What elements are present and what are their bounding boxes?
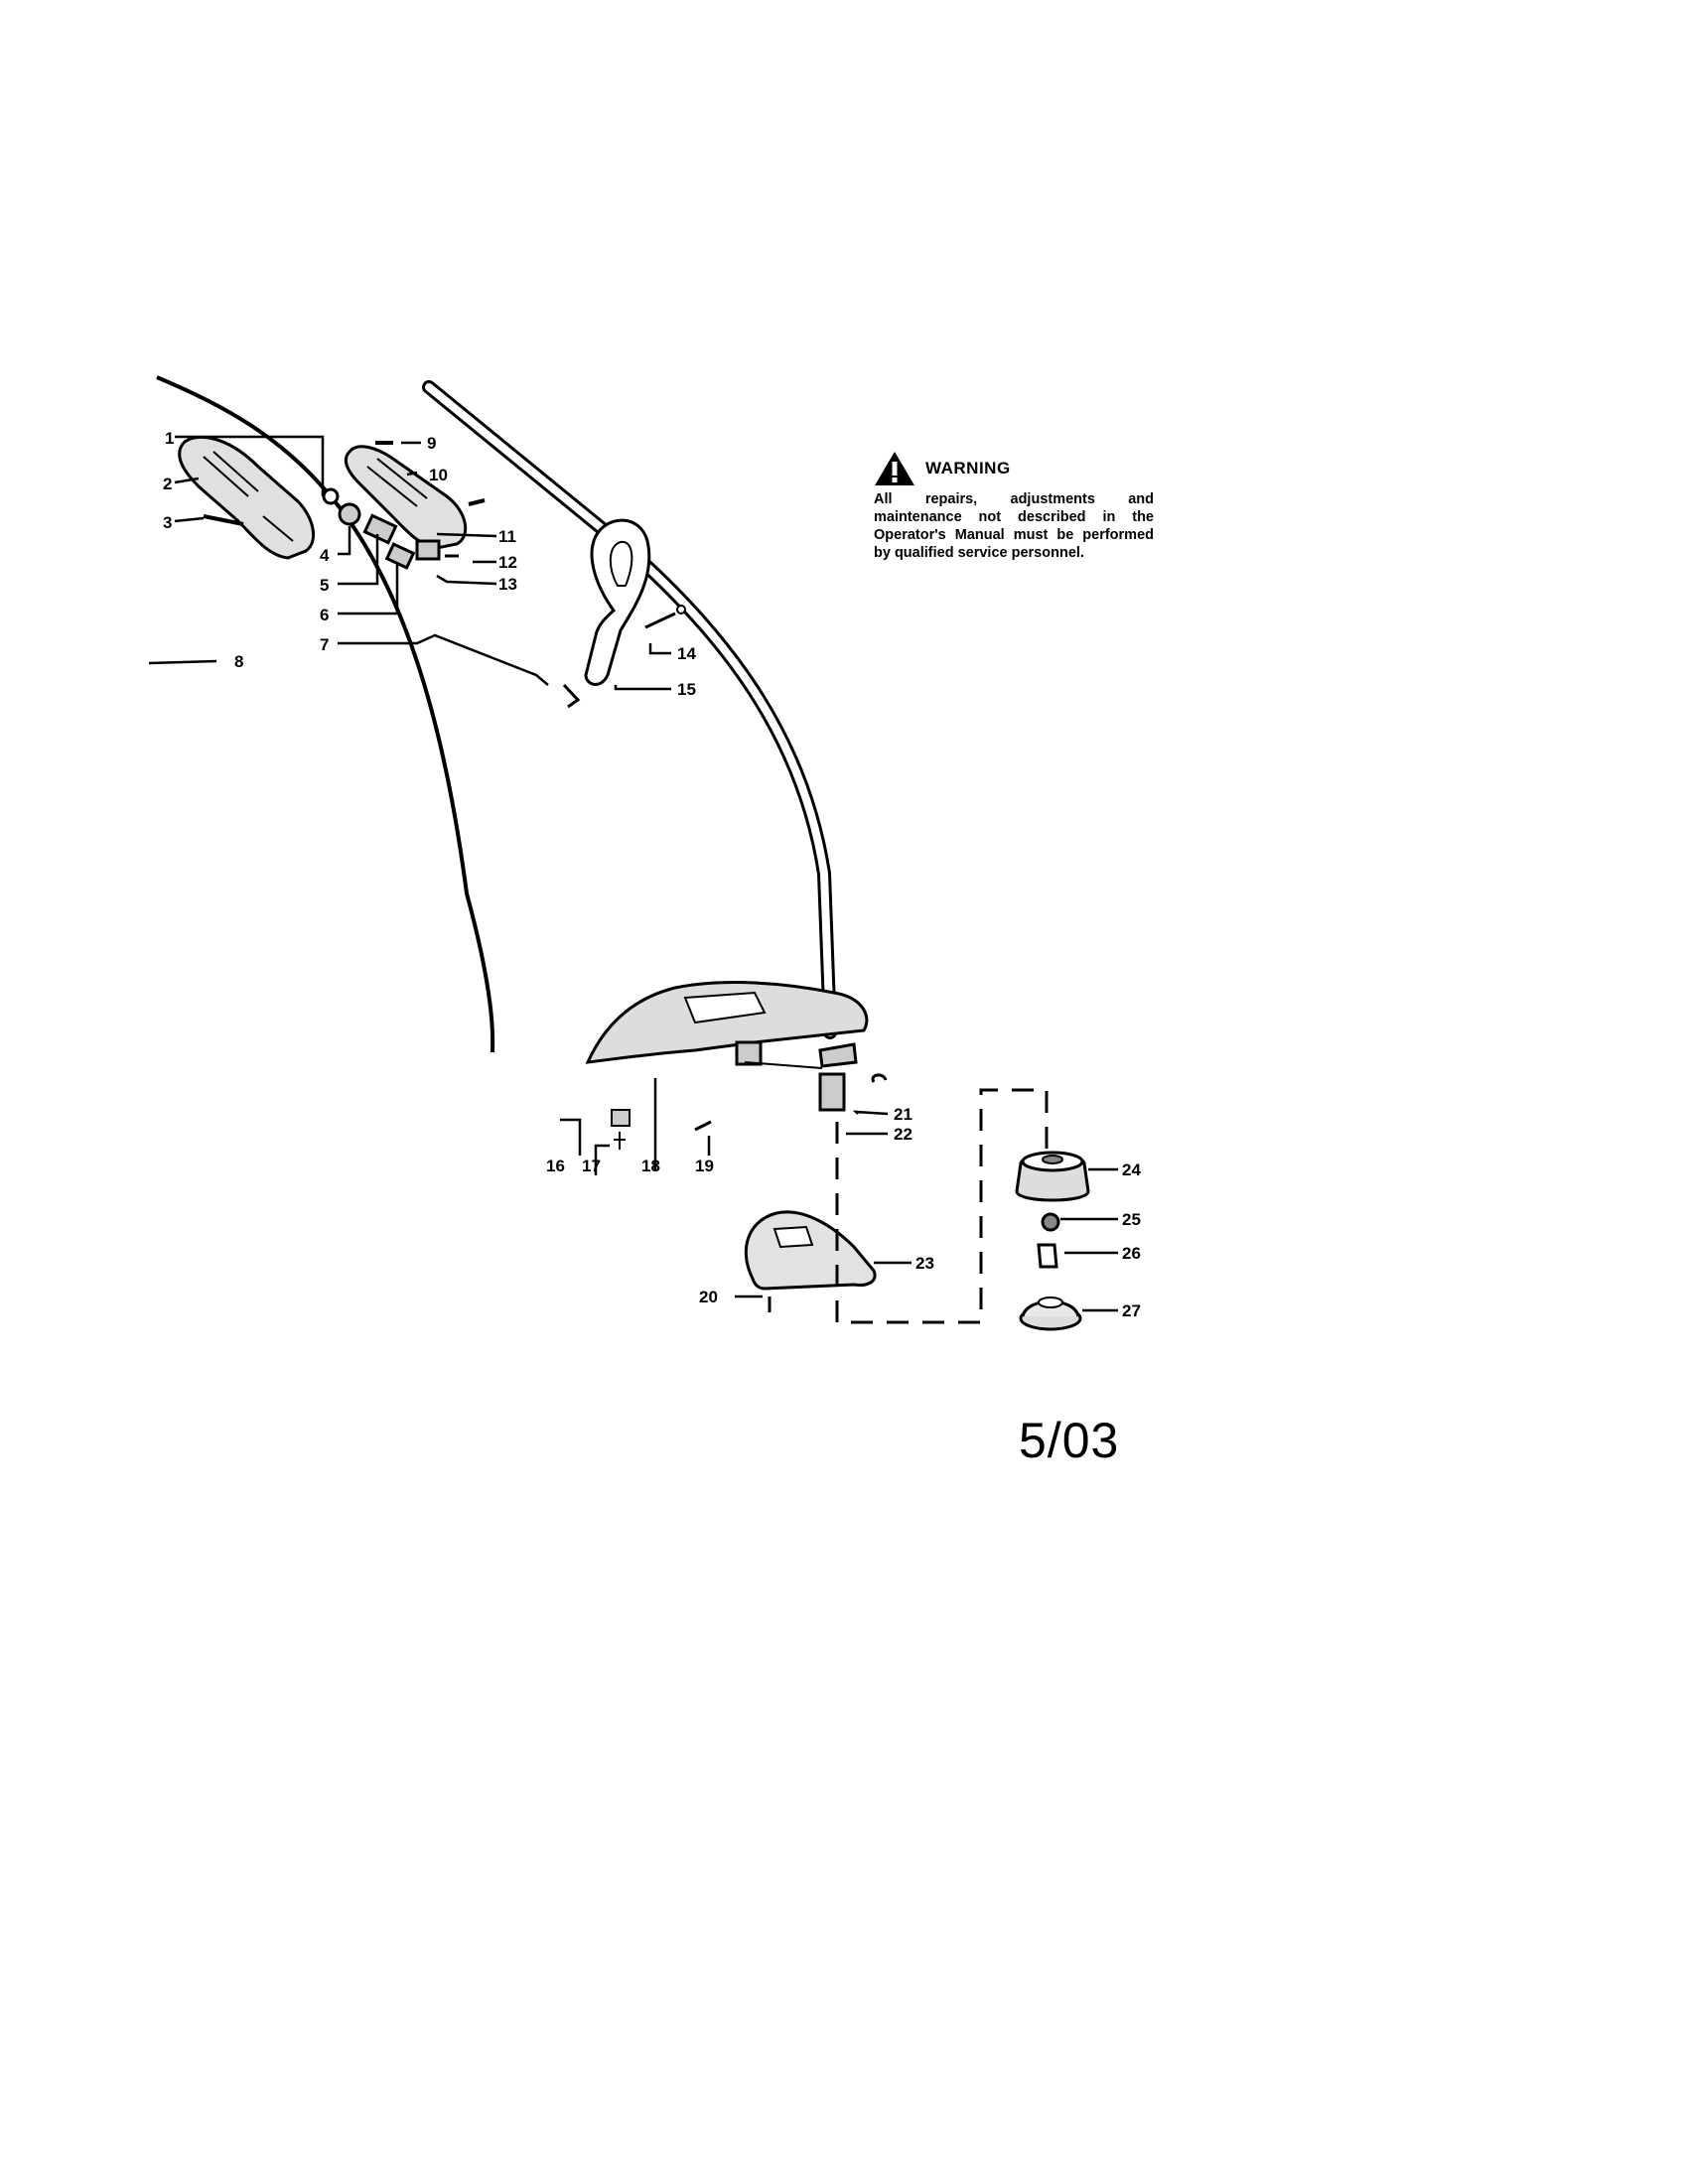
callout-21: 21 — [894, 1105, 912, 1124]
part-19-screw — [694, 1120, 712, 1132]
callout-5: 5 — [320, 576, 329, 595]
warning-text: All repairs, adjustments and maintenance… — [874, 491, 1154, 561]
assembly-bracket-dashed — [835, 1088, 1049, 1324]
callout-3: 3 — [163, 513, 172, 532]
part-15-handle-inner — [609, 540, 633, 587]
part-5-switch — [362, 513, 398, 545]
part-16-bracket — [611, 1109, 631, 1127]
callout-26: 26 — [1122, 1244, 1141, 1263]
part-screw-right — [468, 498, 486, 506]
part-21-clamp-bracket — [818, 1042, 858, 1068]
part-18-guard — [585, 981, 869, 1064]
part-23-shield — [744, 1210, 877, 1291]
part-4-spring — [338, 502, 361, 526]
part-15-assist-handle — [584, 518, 651, 686]
callout-27: 27 — [1122, 1301, 1141, 1320]
callout-18: 18 — [641, 1157, 660, 1175]
warning-triangle-icon — [875, 452, 914, 485]
callout-15: 15 — [677, 680, 696, 699]
callout-16: 16 — [546, 1157, 565, 1175]
part-10-handle-grip-ribs — [366, 458, 428, 507]
guard-to-clamp-line — [744, 1061, 823, 1069]
date-code: 5/03 — [1019, 1413, 1120, 1468]
part-25-spring — [1041, 1212, 1060, 1232]
part-14-bolt-head — [676, 605, 686, 614]
callout-8: 8 — [234, 652, 243, 671]
callout-9: 9 — [427, 434, 436, 453]
callout-14: 14 — [677, 644, 696, 663]
callout-20: 20 — [699, 1288, 718, 1306]
part-2-handle-grip-ribs — [203, 451, 294, 542]
part-23-shield-label — [772, 1225, 814, 1249]
part-14-bolt — [644, 612, 676, 629]
warning-box: WARNING All repairs, adjustments and mai… — [874, 449, 1154, 562]
callout-2: 2 — [163, 475, 172, 493]
callout-6: 6 — [320, 606, 329, 624]
part-26-insert — [1037, 1243, 1058, 1269]
part-3-screw — [203, 514, 244, 526]
callout-10: 10 — [429, 466, 448, 484]
callout-7: 7 — [320, 635, 329, 654]
callout-labels: 1 2 3 4 5 6 7 8 9 10 11 12 13 14 15 16 1… — [163, 429, 1141, 1320]
callout-11: 11 — [498, 527, 516, 546]
part-8-drive-cable — [156, 375, 495, 1053]
part-17-screw — [614, 1132, 626, 1150]
leader-lines — [148, 435, 1118, 1312]
callout-22: 22 — [894, 1125, 912, 1144]
part-11-clamp — [415, 539, 441, 561]
callout-13: 13 — [498, 575, 517, 594]
part-hardware-nut — [562, 683, 581, 709]
part-24-spool-housing — [1015, 1151, 1090, 1202]
part-1-washer — [322, 487, 340, 505]
callout-25: 25 — [1122, 1210, 1141, 1229]
callout-12: 12 — [498, 553, 517, 572]
warning-header: WARNING — [874, 449, 1154, 488]
callout-19: 19 — [695, 1157, 714, 1175]
callout-4: 4 — [320, 546, 330, 565]
part-18-guard-bracket — [735, 1040, 763, 1066]
callout-23: 23 — [915, 1254, 934, 1273]
part-2-handle-half — [178, 435, 315, 560]
part-18-guard-label — [683, 991, 767, 1024]
part-27-spool — [1019, 1297, 1082, 1331]
part-22-drive-head — [818, 1072, 846, 1112]
callout-1: 1 — [165, 429, 174, 448]
callout-24: 24 — [1122, 1160, 1141, 1179]
part-7-shaft-tube — [422, 380, 837, 1039]
callout-17: 17 — [582, 1157, 601, 1175]
part-6-trigger — [384, 542, 416, 570]
part-21-wing-screw — [871, 1073, 888, 1083]
warning-title: WARNING — [925, 459, 1011, 478]
